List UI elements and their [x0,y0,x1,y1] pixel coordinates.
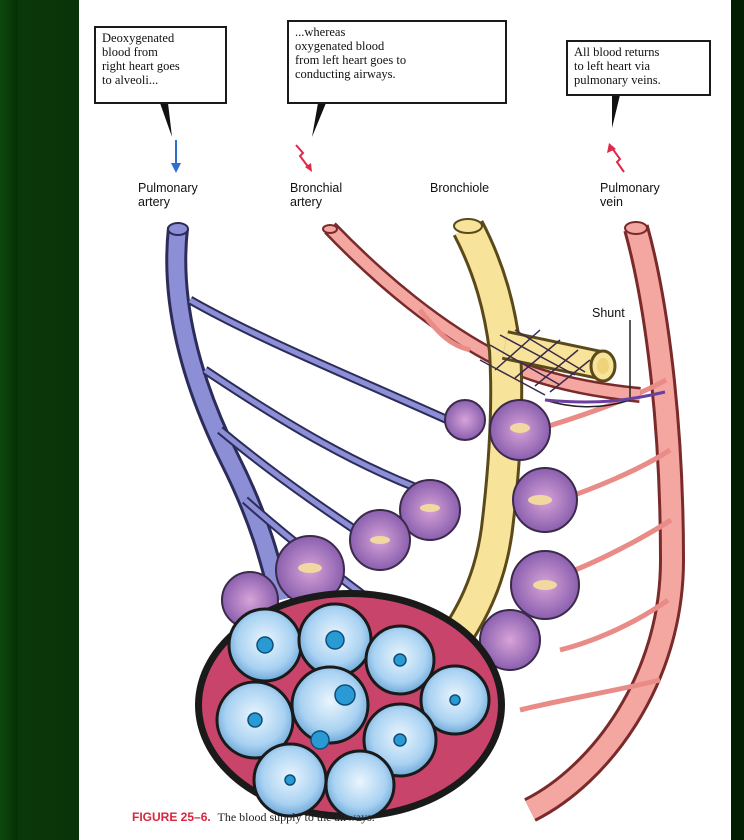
label-bronchial-artery: Bronchial artery [290,181,342,209]
arrow-red-vein-icon [607,143,624,172]
figure-number: FIGURE 25–6. [132,810,211,824]
callout-deoxygenated: Deoxygenated blood from right heart goes… [94,26,227,104]
callout-returns-text: All blood returns to left heart via pulm… [574,45,703,87]
label-shunt: Shunt [592,306,625,320]
callout-deoxygenated-text: Deoxygenated blood from right heart goes… [102,31,219,87]
alveoli-cross-section [195,590,505,820]
label-pulmonary-artery: Pulmonary artery [138,181,198,209]
figure-caption: FIGURE 25–6. The blood supply to the air… [132,810,375,825]
callout-oxygenated: ...whereas oxygenated blood from left he… [287,20,507,104]
label-bronchiole: Bronchiole [430,181,489,195]
arrow-red-bronchial-icon [296,145,312,172]
callout-tail-middle [312,103,326,137]
figure-caption-text: The blood supply to the airways. [218,810,375,824]
pulmonary-artery [176,228,280,600]
callout-oxygenated-text: ...whereas oxygenated blood from left he… [295,25,499,81]
arrow-blue-icon [171,140,181,173]
label-pulmonary-vein: Pulmonary vein [600,181,660,209]
callout-tail-left [160,103,172,137]
callout-returns: All blood returns to left heart via pulm… [566,40,711,96]
callout-tail-right [612,95,620,128]
